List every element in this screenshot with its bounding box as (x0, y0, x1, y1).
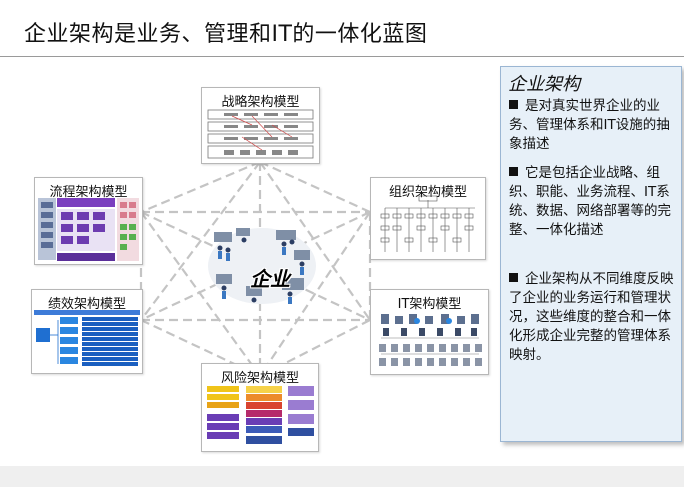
enterprise-architecture-panel (500, 66, 682, 442)
panel-bullet-text: 是对真实世界企业的业务、管理体系和IT设施的抽象描述 (509, 98, 670, 152)
connector-line (259, 160, 371, 214)
risk-model-node: 风险架构模型 (201, 363, 319, 452)
process-model-node: 流程架构模型 (34, 177, 143, 265)
panel-bullet-3: 企业架构从不同维度反映了企业的业务运行和管理状况，这些维度的整合和一体化形成企业… (509, 270, 679, 365)
page-title: 企业架构是业务、管理和IT的一体化蓝图 (24, 22, 428, 47)
it-model-label: IT架构模型 (397, 297, 462, 312)
connector-line (140, 160, 261, 214)
perf-model-label: 绩效架构模型 (47, 297, 126, 312)
process-model-thumbnail (38, 198, 139, 261)
org-model-node: 组织架构模型 (370, 177, 486, 260)
perf-model-thumbnail (34, 310, 140, 366)
square-bullet-icon (509, 100, 518, 109)
panel-bullet-text: 它是包括企业战略、组织、职能、业务流程、IT系统、数据、网络部署等的完整、一体化… (509, 165, 671, 238)
panel-bullet-1: 是对真实世界企业的业务、管理体系和IT设施的抽象描述 (509, 97, 679, 154)
it-model-thumbnail (379, 314, 482, 366)
risk-model-thumbnail (207, 386, 314, 444)
perf-model-node: 绩效架构模型 (31, 289, 143, 374)
strategy-model-label: 战略架构模型 (221, 95, 300, 110)
title-divider (0, 56, 684, 57)
connector-line (140, 319, 261, 377)
strategy-model-thumbnail (207, 109, 314, 159)
org-model-thumbnail (380, 195, 475, 252)
panel-bullet-2: 它是包括企业战略、组织、职能、业务流程、IT系统、数据、网络部署等的完整、一体化… (509, 164, 679, 240)
connector-line (259, 211, 371, 377)
connector-line (140, 161, 261, 321)
strategy-model-node: 战略架构模型 (201, 87, 320, 164)
square-bullet-icon (509, 273, 518, 282)
square-bullet-icon (509, 167, 518, 176)
panel-bullet-text: 企业架构从不同维度反映了企业的业务运行和管理状况，这些维度的整合和一体化形成企业… (509, 271, 674, 363)
enterprise-center-illustration (208, 228, 316, 304)
process-model-label: 流程架构模型 (49, 185, 128, 200)
enterprise-center-label: 企业 (250, 267, 290, 291)
risk-model-label: 风险架构模型 (220, 371, 299, 386)
it-model-node: IT架构模型 (370, 289, 489, 375)
org-model-label: 组织架构模型 (388, 185, 467, 200)
connector-line (259, 161, 371, 321)
panel-heading: 企业架构 (508, 74, 580, 95)
footer-band (0, 466, 684, 487)
connector-line (140, 211, 261, 377)
